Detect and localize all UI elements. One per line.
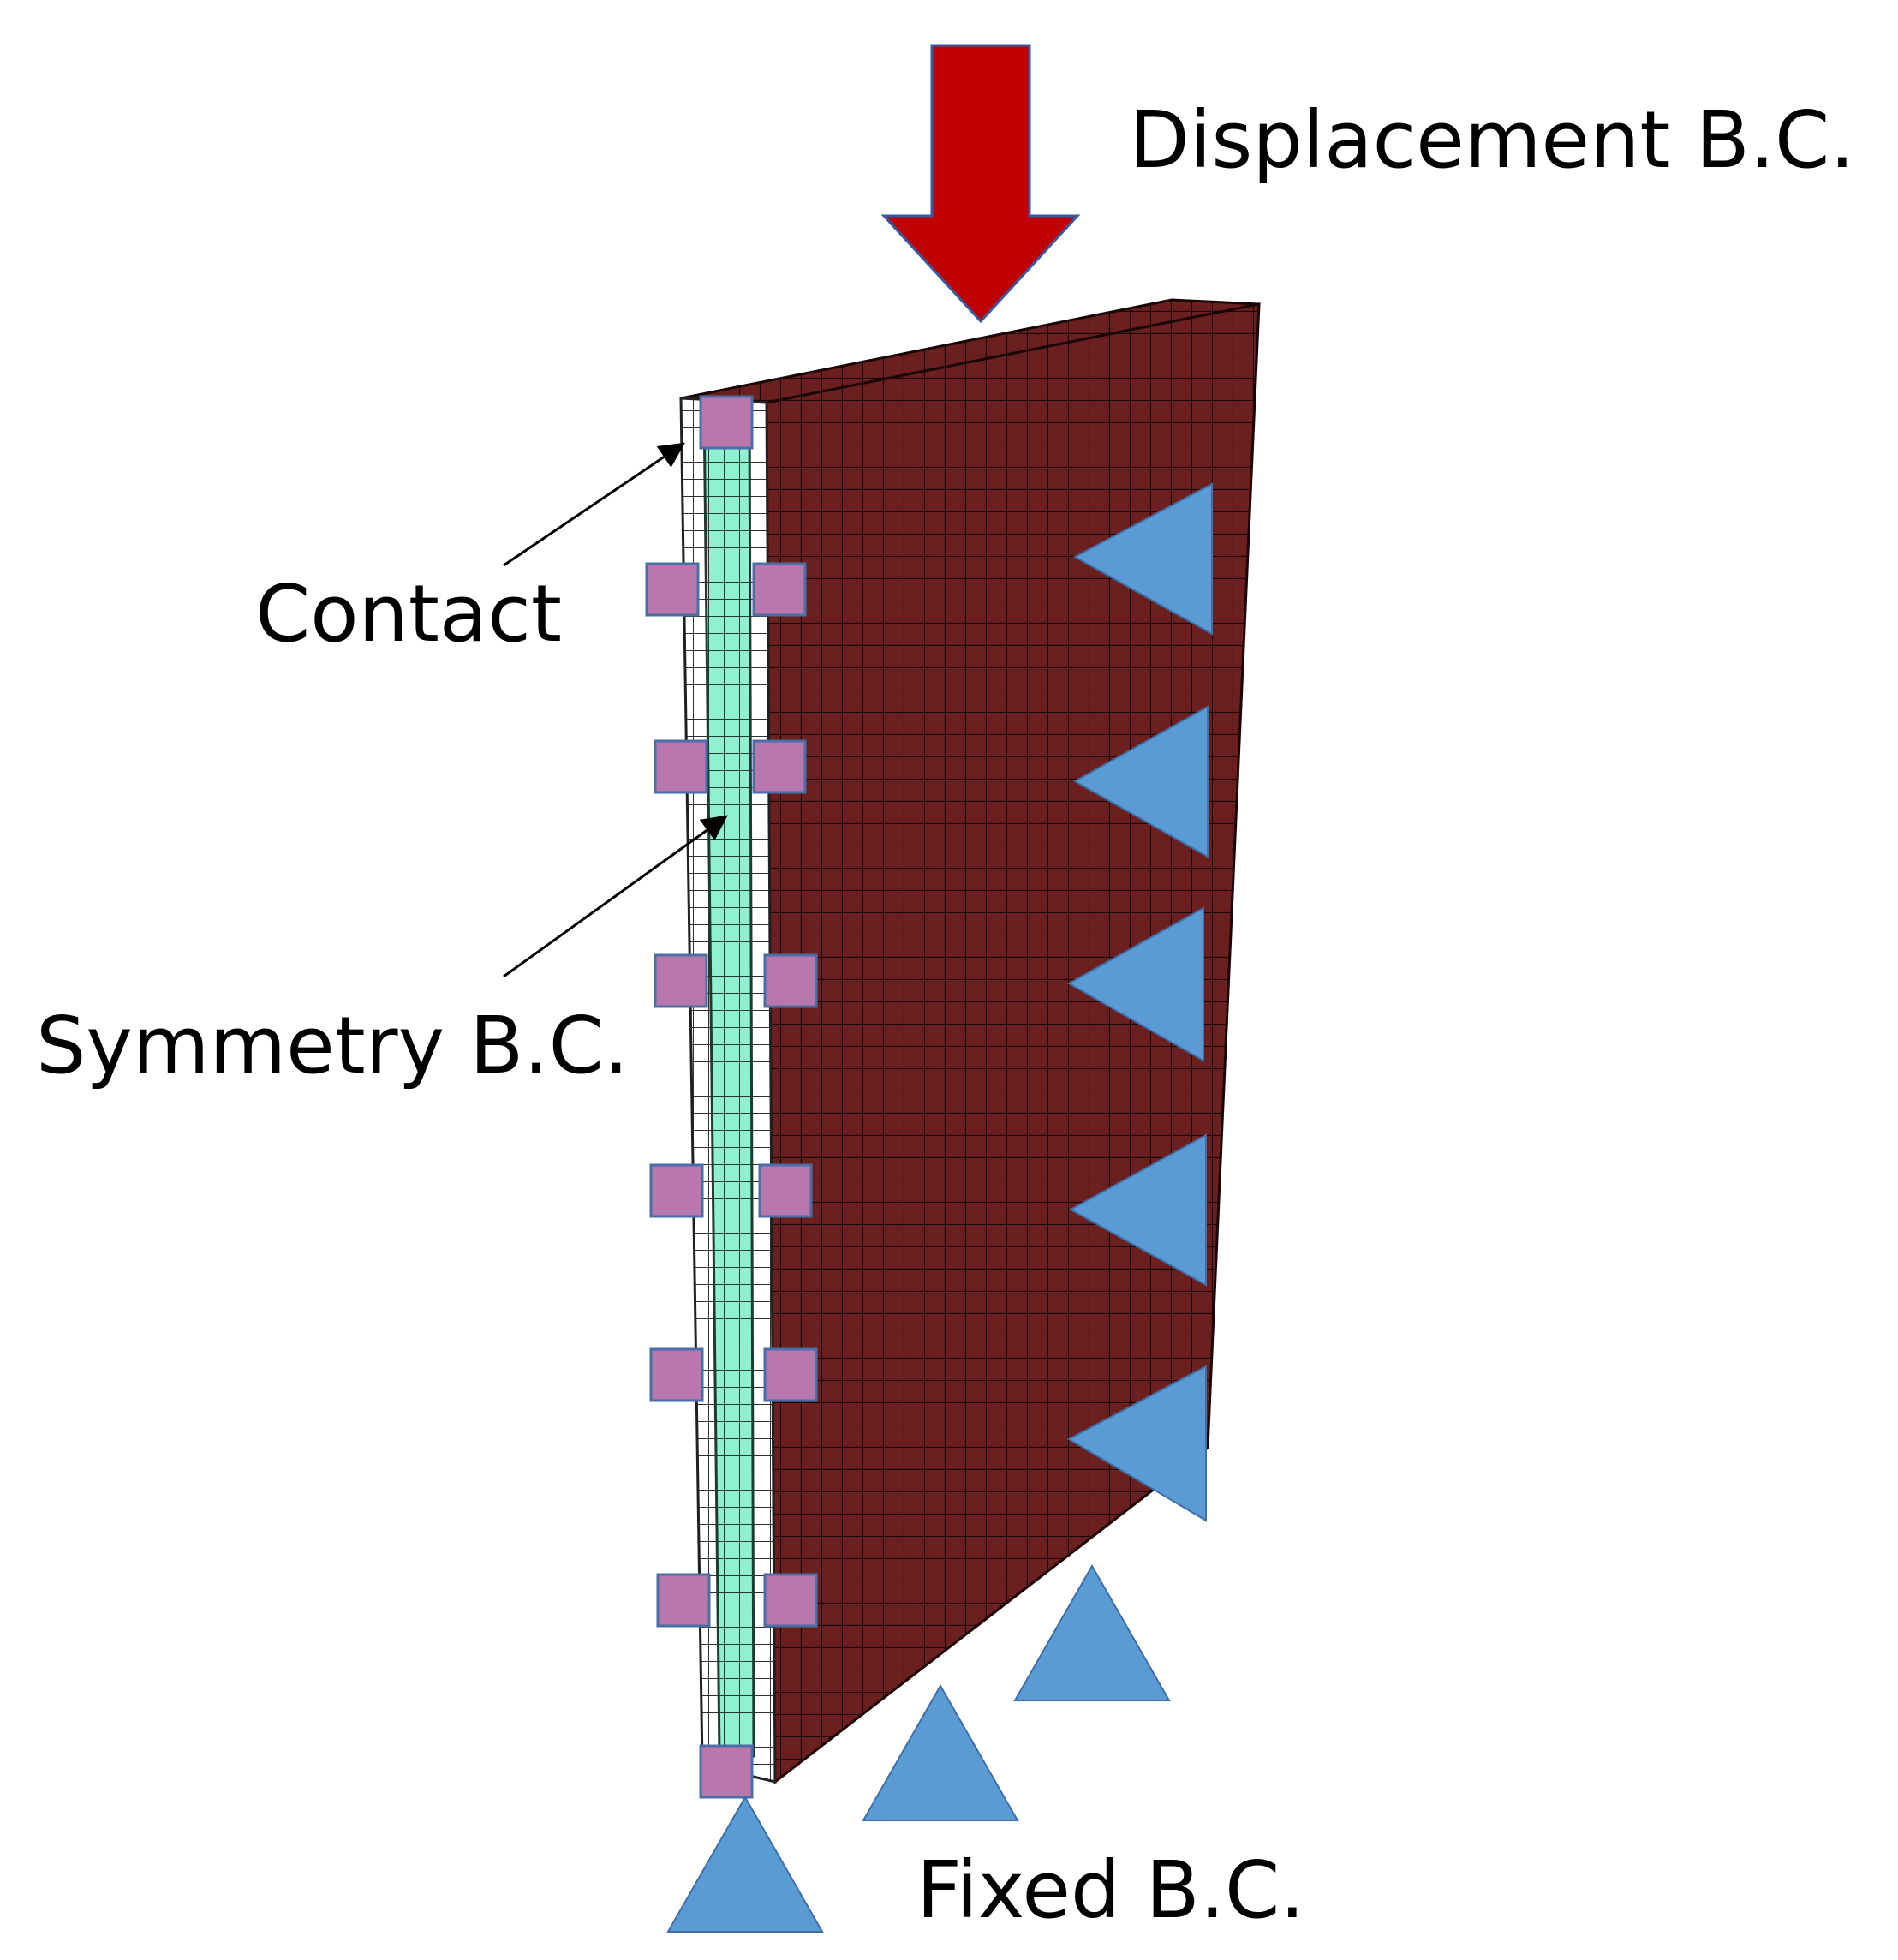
square-marker-icon xyxy=(758,1163,813,1218)
symmetry-label: Symmetry B.C. xyxy=(36,1000,629,1091)
square-marker-icon xyxy=(656,1573,711,1628)
square-marker-icon xyxy=(645,562,700,617)
square-marker-icon xyxy=(763,1573,818,1628)
symmetry-markers xyxy=(645,395,818,1799)
square-marker-icon xyxy=(654,953,708,1008)
bottom-fixed-markers xyxy=(666,1563,1171,1933)
square-marker-icon xyxy=(763,1348,818,1402)
triangle-marker-icon xyxy=(1013,1563,1171,1701)
symmetry-leader-line xyxy=(503,815,728,978)
square-marker-icon xyxy=(752,739,807,794)
square-marker-icon xyxy=(699,395,754,450)
down-arrow-icon xyxy=(880,44,1081,324)
square-marker-icon xyxy=(649,1348,704,1402)
triangle-marker-icon xyxy=(1066,906,1204,1062)
triangle-marker-icon xyxy=(1068,1133,1207,1287)
square-marker-icon xyxy=(649,1163,704,1218)
triangle-marker-icon xyxy=(1072,705,1209,858)
triangle-marker-icon xyxy=(666,1795,824,1933)
triangle-marker-icon xyxy=(1066,1365,1207,1522)
contact-label: Contact xyxy=(255,568,562,660)
triangle-marker-icon xyxy=(862,1683,1019,1821)
square-marker-icon xyxy=(654,739,708,794)
side-fixed-markers xyxy=(1066,482,1213,1522)
square-marker-icon xyxy=(699,1744,754,1799)
square-marker-icon xyxy=(752,562,807,617)
fixed-label: Fixed B.C. xyxy=(916,1844,1305,1936)
triangle-marker-icon xyxy=(1072,482,1213,636)
displacement-label: Displacement B.C. xyxy=(1129,94,1855,186)
contact-leader-line xyxy=(503,442,685,567)
square-marker-icon xyxy=(763,953,818,1008)
